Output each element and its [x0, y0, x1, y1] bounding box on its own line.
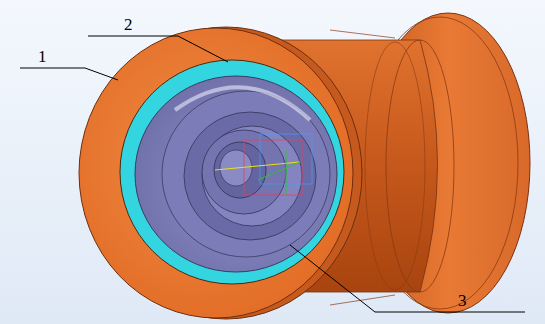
- callout-number: 2: [124, 16, 133, 33]
- leader-line: [20, 36, 525, 312]
- callout-number: 1: [38, 48, 47, 65]
- callout-number: 3: [458, 292, 467, 309]
